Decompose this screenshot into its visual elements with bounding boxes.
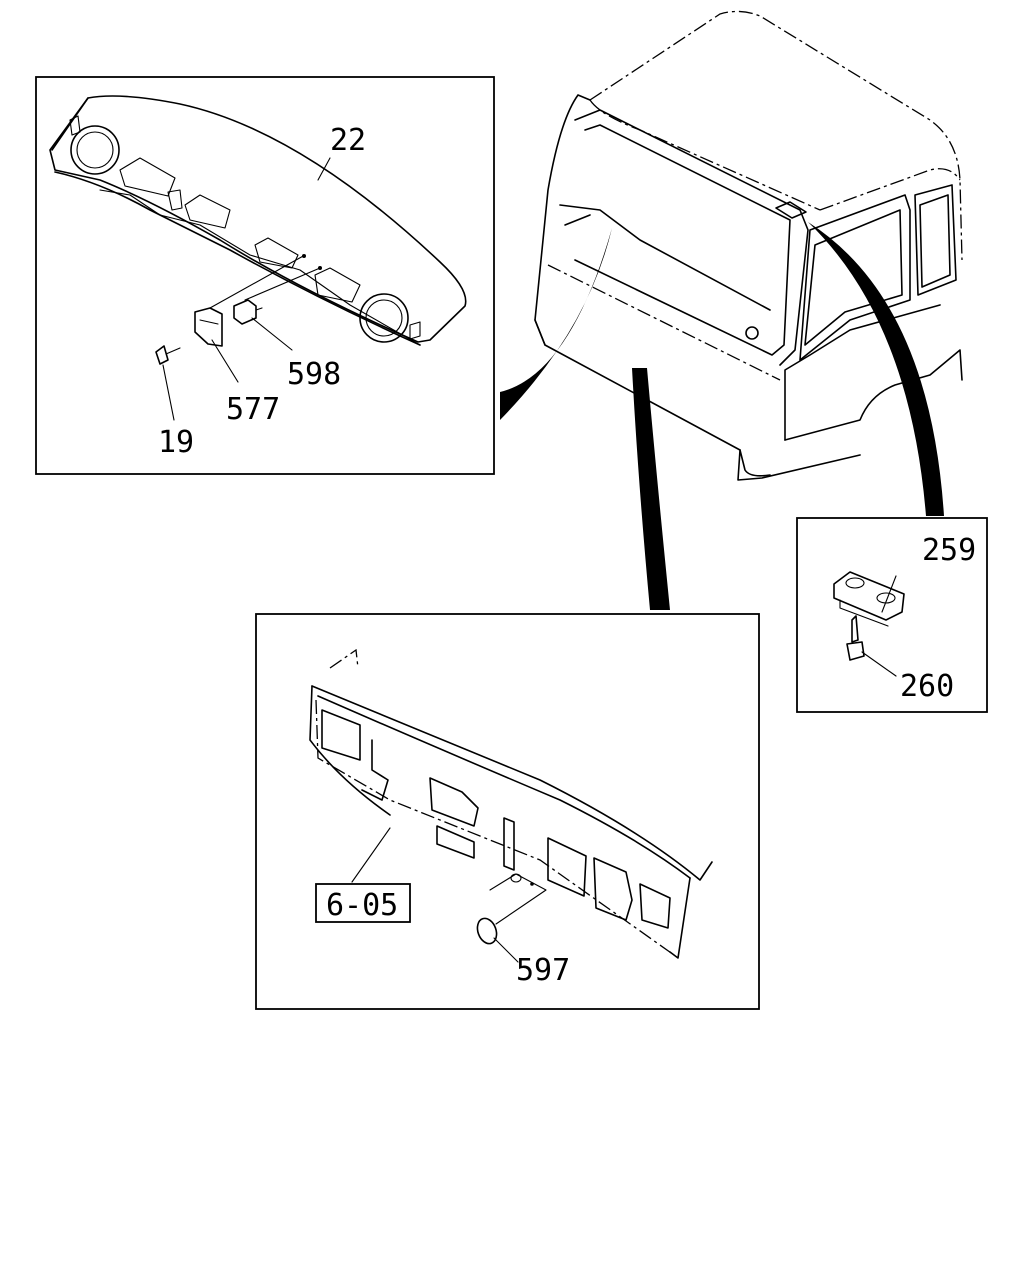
lamp-leaders — [162, 157, 331, 421]
high-mount-lamp-illustration — [49, 95, 467, 346]
detail-box-plate — [796, 517, 988, 713]
detail-box-panel — [255, 613, 760, 1010]
leader-wedge-panel — [632, 368, 670, 610]
callout-22: 22 — [330, 123, 366, 158]
callout-6-05: 6-05 — [326, 888, 398, 923]
leader-wedge-lamp — [500, 228, 612, 420]
callout-597: 597 — [516, 953, 570, 988]
detail-box-lamp — [35, 76, 495, 475]
callout-260: 260 — [900, 669, 954, 704]
callout-19: 19 — [158, 425, 194, 460]
callout-598: 598 — [287, 357, 341, 392]
callout-577: 577 — [226, 392, 280, 427]
leader-wedge-plate — [808, 222, 944, 516]
plate-illustration — [833, 571, 905, 677]
cab-body-illustration — [534, 10, 963, 481]
lamp-fasteners-illustration — [155, 254, 322, 365]
reference-box — [315, 883, 411, 923]
callout-259: 259 — [922, 533, 976, 568]
rear-panel-illustration — [309, 648, 713, 963]
